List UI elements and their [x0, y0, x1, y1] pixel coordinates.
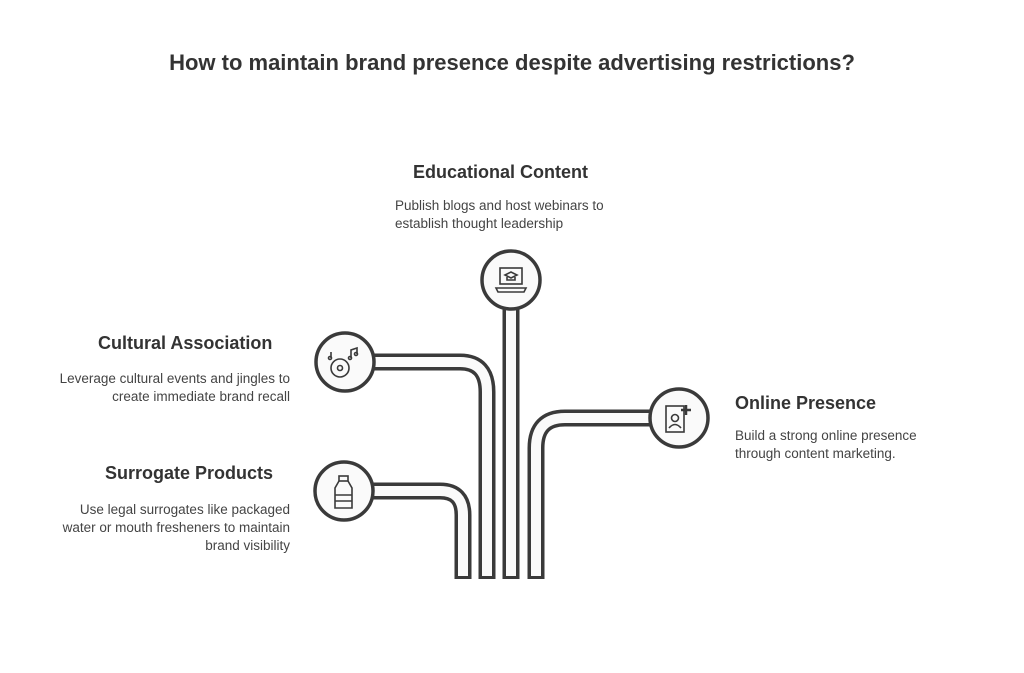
diagram-title: How to maintain brand presence despite a…: [169, 50, 855, 75]
profile-add-icon: [665, 405, 691, 433]
bottle-icon: [334, 475, 353, 509]
pipe-online: [527, 409, 665, 579]
description-cultural: Leverage cultural events and jingles to …: [59, 371, 290, 404]
laptop-graduation-icon: [494, 267, 528, 293]
heading-surrogate: Surrogate Products: [105, 463, 274, 483]
heading-online: Online Presence: [735, 393, 877, 413]
description-surrogate: Use legal surrogates like packaged water…: [62, 502, 290, 553]
node-surrogate: [313, 460, 375, 522]
node-cultural: [314, 331, 376, 393]
music-disc-icon: [327, 346, 359, 378]
heading-educational: Educational Content: [413, 162, 588, 182]
description-online: Build a strong online presence through c…: [735, 428, 917, 461]
description-educational: Publish blogs and host webinars to estab…: [395, 198, 604, 231]
pipe-surrogate: [360, 482, 472, 579]
heading-cultural: Cultural Association: [98, 333, 273, 353]
